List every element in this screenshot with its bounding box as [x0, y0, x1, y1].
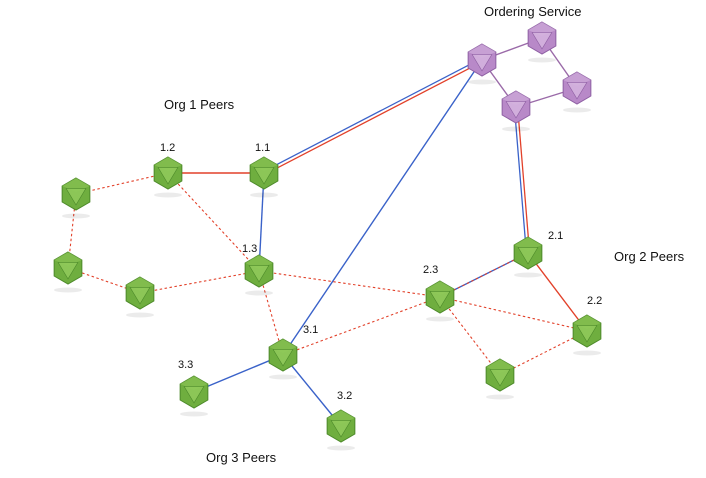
peer-node-p3-2 [326, 409, 356, 451]
node-shadow [269, 374, 297, 380]
peer-node-p1c [125, 276, 155, 318]
peer-node-p1-2 [153, 156, 183, 198]
peer-node-p3-1 [268, 338, 298, 380]
node-shadow [180, 411, 208, 417]
peer-node-p1-3 [244, 254, 274, 296]
edge-o4-p2.1-red [516, 106, 531, 253]
peer-label-p1-3: 1.3 [242, 243, 257, 255]
peer-node-p1a [61, 177, 91, 219]
node-inner-triangle [272, 349, 294, 367]
node-shadow [62, 213, 90, 219]
edge-p1c-p1.3 [139, 270, 260, 294]
edge-p1.3-p2.3 [258, 270, 441, 298]
node-shadow [528, 57, 556, 63]
node-inner-triangle [183, 386, 205, 404]
edge-o1-p3.1 [282, 59, 483, 356]
edge-o1-p1.1-blue [262, 58, 482, 173]
node-shadow [126, 312, 154, 318]
orderer-node-o3 [562, 71, 592, 113]
node-inner-triangle [330, 420, 352, 438]
peer-label-p3-3: 3.3 [178, 359, 193, 371]
node-shadow [573, 350, 601, 356]
peer-label-p1-1: 1.1 [255, 142, 270, 154]
peer-label-p3-1: 3.1 [303, 324, 318, 336]
node-shadow [468, 79, 496, 85]
group-label-ordering: Ordering Service [484, 4, 582, 19]
node-inner-triangle [505, 101, 527, 119]
edge-p3.1-p3.2 [282, 354, 342, 427]
edge-p2.1-p2.2 [527, 252, 588, 332]
node-inner-triangle [489, 369, 511, 387]
node-shadow [502, 126, 530, 132]
node-shadow [486, 394, 514, 400]
peer-label-p3-2: 3.2 [337, 390, 352, 402]
orderer-node-o1 [467, 43, 497, 85]
peer-label-p2-2: 2.2 [587, 295, 602, 307]
edge-p1.2-p1a [75, 172, 169, 195]
peer-node-p2a [485, 358, 515, 400]
node-shadow [245, 290, 273, 296]
node-shadow [327, 445, 355, 451]
edges-layer [67, 37, 588, 427]
peer-label-p2-3: 2.3 [423, 264, 438, 276]
node-inner-triangle [517, 247, 539, 265]
edge-p3.1-p3.3 [193, 354, 284, 393]
orderer-node-o2 [527, 21, 557, 63]
node-inner-triangle [157, 167, 179, 185]
group-label-org2: Org 2 Peers [614, 249, 685, 264]
edge-p2a-p2.2 [499, 330, 588, 376]
edge-o1-p1.1-red [264, 60, 484, 175]
node-shadow [514, 272, 542, 278]
node-inner-triangle [429, 291, 451, 309]
node-shadow [563, 107, 591, 113]
node-shadow [426, 316, 454, 322]
edge-p1.1-p1.3 [258, 172, 265, 272]
node-inner-triangle [129, 287, 151, 305]
group-label-org1: Org 1 Peers [164, 97, 235, 112]
peer-node-p1-1 [249, 156, 279, 198]
edge-p2.3-p2a [439, 296, 501, 376]
node-inner-triangle [57, 262, 79, 280]
node-shadow [54, 287, 82, 293]
node-inner-triangle [65, 188, 87, 206]
peer-label-p2-1: 2.1 [548, 230, 563, 242]
node-shadow [154, 192, 182, 198]
edge-o4-p2.1-blue [513, 107, 528, 254]
peer-node-p2-2 [572, 314, 602, 356]
node-inner-triangle [531, 32, 553, 50]
peer-node-p2-1 [513, 236, 543, 278]
edge-p2.3-p2.2 [439, 296, 588, 332]
nodes-layer [53, 21, 602, 451]
edge-p2.3-p2.1 [439, 252, 529, 298]
labels-layer: Ordering Service Org 1 Peers Org 2 Peers… [160, 4, 685, 465]
group-label-org3: Org 3 Peers [206, 450, 277, 465]
peer-node-p2-3 [425, 280, 455, 322]
node-inner-triangle [576, 325, 598, 343]
node-inner-triangle [566, 82, 588, 100]
peer-node-p1b [53, 251, 83, 293]
node-shadow [250, 192, 278, 198]
node-inner-triangle [248, 265, 270, 283]
orderer-node-o4 [501, 90, 531, 132]
peer-label-p1-2: 1.2 [160, 142, 175, 154]
edge-p1.2-p1.3 [167, 172, 260, 272]
node-inner-triangle [471, 54, 493, 72]
node-inner-triangle [253, 167, 275, 185]
peer-node-p3-3 [179, 375, 209, 417]
